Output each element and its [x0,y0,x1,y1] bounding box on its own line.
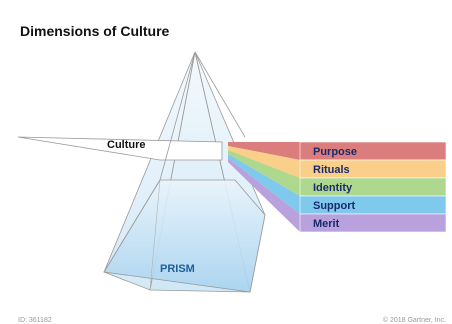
band-fan-merit [228,158,300,232]
diagram-title: Dimensions of Culture [20,23,170,39]
band-bar-merit [299,213,447,233]
band-label-identity: Identity [313,182,353,194]
prism-edge [149,179,161,291]
prism-edge [159,51,196,181]
prism-label: PRISM [160,263,195,275]
band-label-purpose: Purpose [313,146,357,158]
culture-beam [17,136,223,161]
band-fan-purpose [228,142,300,160]
band-label-support: Support [313,200,355,212]
band-fan-rituals [228,146,300,178]
culture-label: Culture [107,139,146,151]
band-label-rituals: Rituals [313,164,350,176]
band-fan-support [228,154,300,214]
band-label-merit: Merit [313,218,340,230]
prism-base [103,179,266,293]
figure-id: ID: 361182 [18,317,52,324]
prism-edge [103,179,161,273]
copyright-notice: © 2018 Gartner, Inc. [383,316,446,324]
prism-edge [194,51,246,138]
band-fan-identity [228,150,300,196]
